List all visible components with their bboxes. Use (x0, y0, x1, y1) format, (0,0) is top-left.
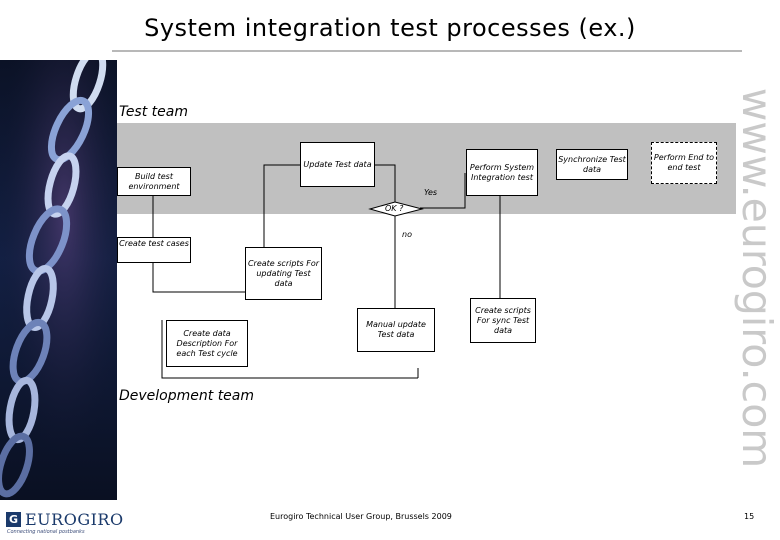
lane-label-development-team: Development team (119, 388, 255, 404)
box-create-scripts-updating: Create scripts For updating Test data (245, 247, 322, 300)
box-build-test-environment: Build test environment (117, 167, 191, 196)
decision-label: OK ? (385, 204, 404, 213)
box-perform-end-to-end-test: Perform End to end test (651, 142, 717, 184)
test-team-band (117, 123, 736, 214)
chain-photo (0, 60, 117, 500)
decision-yes-label: Yes (424, 188, 438, 197)
box-create-data-description: Create data Description For each Test cy… (166, 320, 248, 367)
box-perform-system-integration-test: Perform System Integration test (466, 149, 538, 196)
connector-scripts-to-update (263, 164, 300, 247)
box-perform-system-integration-test-label: Perform System Integration test (469, 162, 535, 182)
logo-tagline: Connecting national postbanks (7, 529, 85, 535)
logo-text: EUROGIRO (25, 510, 124, 529)
box-create-scripts-updating-label: Create scripts For updating Test data (247, 258, 320, 288)
box-update-test-data: Update Test data (300, 142, 375, 187)
box-manual-update-test-data: Manual update Test data (357, 308, 435, 352)
box-synchronize-test-data-label: Synchronize Test data (558, 154, 626, 174)
connector-data-description (161, 320, 418, 379)
decision-diamond (368, 201, 424, 217)
footer-text: Eurogiro Technical User Group, Brussels … (270, 512, 452, 521)
connector-test-cases-to-scripts (152, 263, 245, 293)
box-create-data-description-label: Create data Description For each Test cy… (176, 328, 238, 358)
box-create-scripts-sync-label: Create scripts For sync Test data (475, 305, 531, 335)
page-number: 15 (744, 512, 755, 521)
title-divider (112, 50, 742, 52)
box-update-test-data-label: Update Test data (303, 159, 372, 169)
box-create-test-cases: Create test cases (117, 237, 191, 263)
logo-mark: G (6, 512, 21, 527)
box-perform-end-to-end-test-label: Perform End to end test (653, 153, 715, 172)
eurogiro-logo: G EUROGIRO Connecting national postbanks (6, 509, 123, 537)
box-create-scripts-sync: Create scripts For sync Test data (470, 298, 536, 343)
box-create-test-cases-label: Create test cases (119, 239, 189, 248)
decision-no-label: no (402, 230, 412, 239)
connector-yes-to-perform (420, 173, 466, 209)
connector-update-to-decision (375, 164, 396, 205)
box-synchronize-test-data: Synchronize Test data (556, 149, 628, 180)
box-build-test-environment-label: Build test environment (128, 171, 180, 191)
box-manual-update-test-data-label: Manual update Test data (366, 320, 426, 339)
slide-title: System integration test processes (ex.) (144, 14, 636, 42)
lane-label-test-team: Test team (119, 104, 188, 120)
chain-illustration (0, 60, 117, 500)
